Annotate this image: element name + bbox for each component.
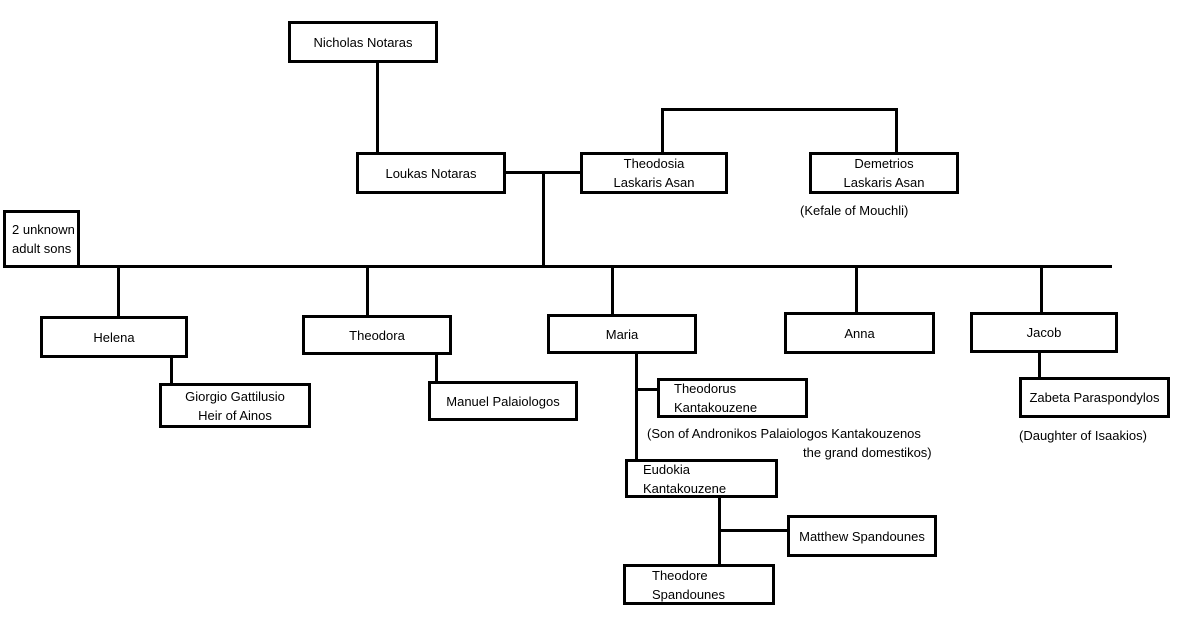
connector-helena-to-giorgio [170,355,173,385]
node-anna: Anna [784,312,935,354]
node-label: Laskaris Asan [843,175,925,190]
node-label: Nicholas Notaras [313,34,413,50]
node-label: Giorgio Gattilusio [185,388,285,404]
node-demetrios-laskaris-asan: Demetrios Laskaris Asan [809,152,959,194]
node-theodosia-laskaris-asan: Theodosia Laskaris Asan [580,152,728,194]
node-label: Theodora [349,327,405,343]
connector-theodora-to-manuel [435,352,438,383]
node-nicholas-notaras: Nicholas Notaras [288,21,438,63]
connector-to-anna [855,265,858,312]
node-manuel-palaiologos: Manuel Palaiologos [428,381,578,421]
node-label: Kantakouzene [674,400,758,415]
node-label: Spandounes [652,586,726,602]
node-label: Anna [844,325,875,341]
connector-asan-bracket-right [895,108,898,152]
node-label: Kantakouzene [643,480,727,496]
node-label: Demetrios [854,156,914,171]
node-label: Heir of Ainos [198,407,272,423]
node-label: Laskaris Asan [613,175,695,190]
connector-parents-to-children [542,171,545,268]
node-theodorus-kantakouzene: Theodorus Kantakouzene [657,378,808,418]
node-two-unknown-adult-sons: 2 unknown adult sons [3,210,80,268]
note-son-of-andronikos-line2: the grand domestikos) [803,445,932,460]
note-daughter-of-isaakios: (Daughter of Isaakios) [1019,428,1147,443]
note-son-of-andronikos-line1: (Son of Andronikos Palaiologos Kantakouz… [647,426,921,441]
connector-to-theodora [366,265,369,315]
node-matthew-spandounes: Matthew Spandounes [787,515,937,557]
node-label: Matthew Spandounes [799,528,925,544]
connector-to-jacob [1040,265,1043,312]
node-loukas-notaras: Loukas Notaras [356,152,506,194]
node-eudokia-kantakouzene: Eudokia Kantakouzene [625,459,778,498]
node-label: Zabeta Paraspondylos [1029,390,1160,405]
node-label: Helena [93,329,135,345]
connector-jacob-to-zabeta [1038,350,1041,379]
node-label: Theodorus [674,381,737,396]
note-kefale-of-mouchli: (Kefale of Mouchli) [800,203,909,218]
node-label: 2 unknown [12,222,75,237]
node-helena: Helena [40,316,188,358]
node-label: Theodosia [623,156,685,171]
node-label: adult sons [12,241,72,256]
node-zabeta-paraspondylos: Zabeta Paraspondylos [1019,377,1170,418]
node-label: Loukas Notaras [385,165,477,181]
connector-to-helena [117,265,120,316]
connector-nicholas-to-loukas [376,61,379,152]
node-theodore-spandounes: Theodore Spandounes [623,564,775,605]
node-giorgio-gattilusio: Giorgio Gattilusio Heir of Ainos [159,383,311,428]
node-label: Manuel Palaiologos [446,393,560,409]
connector-eudokia-to-matthew [718,529,789,532]
node-jacob: Jacob [970,312,1118,353]
node-maria: Maria [547,314,697,354]
connector-to-maria [611,265,614,314]
connector-asan-bracket-top [661,108,898,111]
node-label: Jacob [1026,325,1062,340]
connector-maria-to-eudokia [635,351,638,461]
connector-maria-to-theodorus [635,388,659,391]
connector-sibling-row [79,265,1112,268]
node-theodora: Theodora [302,315,452,355]
node-label: Theodore [652,567,708,583]
node-label: Maria [605,326,639,342]
node-label: Eudokia [643,461,690,477]
connector-asan-bracket-left [661,108,664,152]
